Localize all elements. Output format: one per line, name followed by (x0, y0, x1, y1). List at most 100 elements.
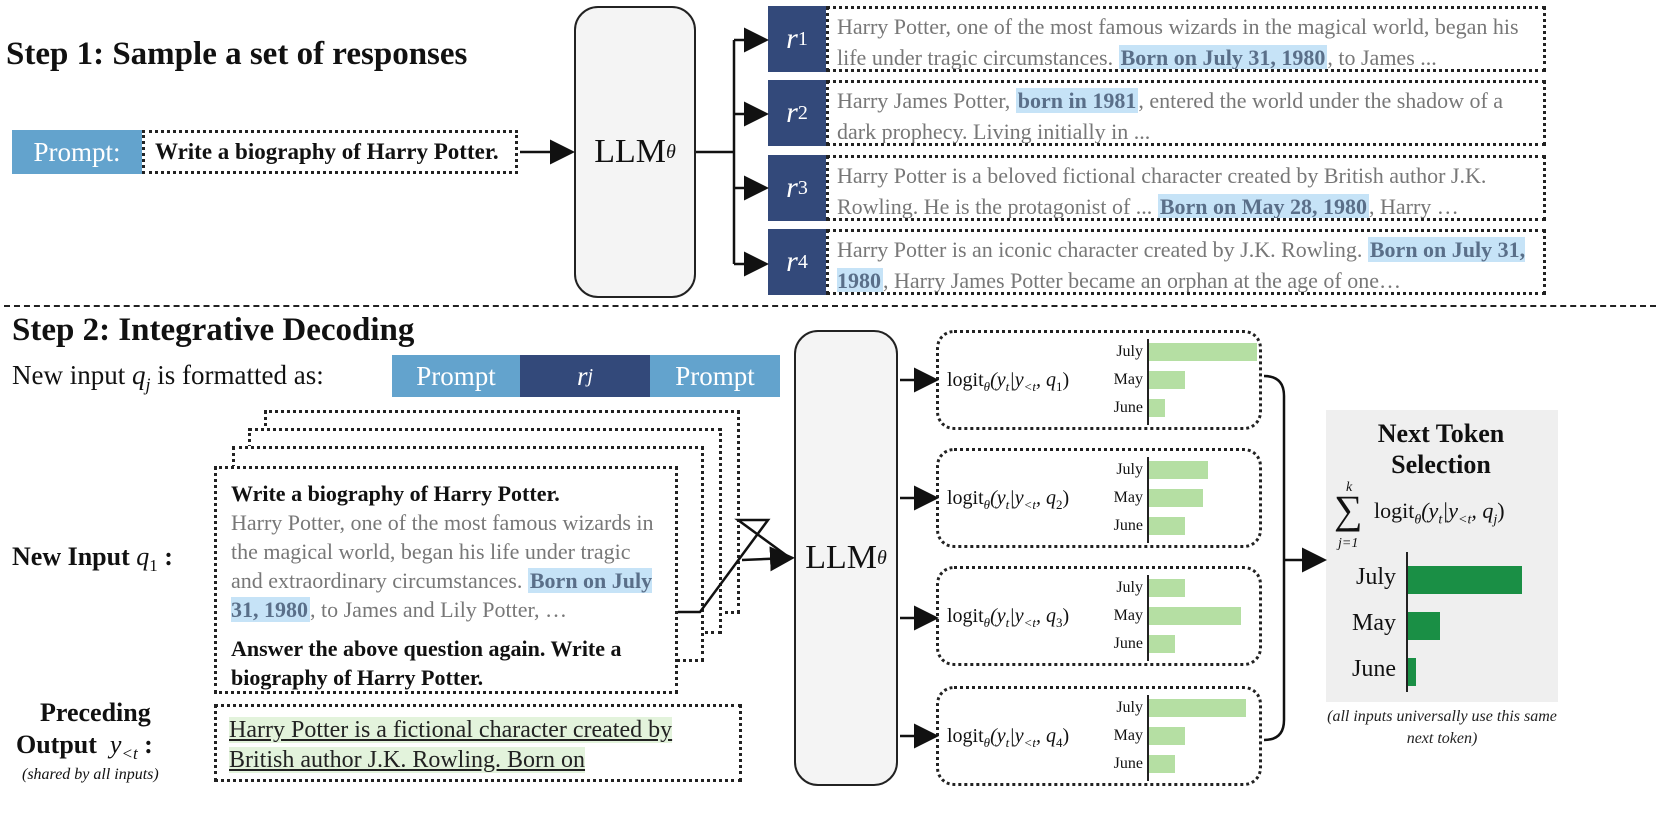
response-text-pre: Harry Potter is an iconic character crea… (837, 237, 1368, 262)
logit-label-y: (y (990, 487, 1006, 509)
logit-label-y: (y (990, 725, 1006, 747)
logit-bar (1149, 461, 1208, 479)
response-text-pre: Harry James Potter, (837, 88, 1016, 113)
preceding-output-box: Harry Potter is a fictional character cr… (214, 704, 742, 782)
format-prompt-segment-1: Prompt (392, 355, 520, 397)
logit-label-t: t (1005, 735, 1010, 750)
logit-label-cond: |y (1009, 725, 1024, 747)
response-text: Harry Potter is a beloved fictional char… (826, 155, 1546, 221)
logit-bar (1149, 755, 1175, 773)
card-body: Harry Potter, one of the most famous wiz… (231, 508, 661, 624)
response-label-var: r (786, 96, 798, 129)
response-label-var: r (786, 22, 798, 55)
step2-title: Step 2: Integrative Decoding (12, 312, 415, 348)
logit-label-theta: θ (983, 379, 991, 394)
llm-label: LLM (805, 539, 877, 576)
logit-label-qsub: 1 (1056, 379, 1063, 394)
logit-token-label: June (1113, 755, 1143, 772)
response-label-sub: 1 (797, 27, 808, 50)
format-intro-text: New input (12, 360, 132, 390)
new-input-var: q (136, 542, 150, 571)
formula-end: ) (1497, 498, 1505, 523)
logit-label-y: (y (990, 369, 1006, 391)
logit-axis (1147, 339, 1149, 425)
llm-label: LLM (594, 133, 666, 170)
llm-subscript: θ (876, 546, 887, 569)
selection-token-label: May (1352, 610, 1396, 636)
response-text-post: , entered the world under the shadow of … (837, 88, 1504, 144)
formula-cond: |y (1442, 498, 1459, 523)
preceding-colon: : (137, 730, 153, 759)
selection-bar (1408, 658, 1416, 686)
logit-label-t: t (1005, 379, 1010, 394)
preceding-label-line2: Output y<t : (16, 730, 153, 764)
formula-qsub: j (1493, 512, 1498, 528)
logit-label-lt: <t (1023, 379, 1036, 394)
logit-label-q: , q (1036, 369, 1056, 391)
preceding-sub: <t (121, 744, 138, 764)
logit-label-q: , q (1036, 725, 1056, 747)
response-label-sub: 2 (797, 101, 808, 124)
logit-label-qsub: 4 (1056, 735, 1063, 750)
logit-label-theta: θ (983, 497, 991, 512)
selection-bar (1408, 566, 1522, 594)
logit-label-t: t (1005, 615, 1010, 630)
logit-bar (1149, 399, 1165, 417)
logit-token-label: May (1113, 607, 1143, 624)
selection-token-label: July (1355, 564, 1396, 590)
sum-icon: ∑ (1334, 487, 1363, 532)
logit-label-end: ) (1062, 605, 1070, 627)
logit-label-end: ) (1062, 487, 1070, 509)
logit-bar (1149, 579, 1185, 597)
logit-label-cond: |y (1009, 605, 1024, 627)
selection-token-label: June (1352, 656, 1396, 682)
format-var-sub: j (145, 374, 151, 395)
new-input-label-text: New Input (12, 542, 130, 571)
response-label-var: r (786, 171, 798, 204)
selection-bar (1408, 612, 1440, 640)
step1-title: Step 1: Sample a set of responses (6, 36, 468, 72)
logit-label: logitθ(yt|y<t, q4) (947, 725, 1069, 751)
response-text: Harry Potter, one of the most famous wiz… (826, 6, 1546, 72)
formula-t: t (1438, 512, 1443, 528)
selection-axis (1406, 552, 1408, 692)
response-text: Harry James Potter, born in 1981, entere… (826, 80, 1546, 146)
sum-lower: j=1 (1338, 536, 1359, 551)
preceding-label-line1: Preceding (40, 698, 151, 727)
logit-label-fn: logit (947, 487, 984, 509)
selection-note: (all inputs universally use this same ne… (1327, 708, 1557, 747)
new-input-q1-card: Write a biography of Harry Potter. Harry… (214, 466, 678, 694)
section-divider (4, 305, 1656, 307)
logit-bar (1149, 727, 1185, 745)
new-input-colon: : (157, 542, 173, 571)
format-r-sub: j (587, 364, 594, 387)
format-intro: New input qj is formatted as: (12, 360, 324, 395)
logit-label: logitθ(yt|y<t, q1) (947, 369, 1069, 395)
logit-label: logitθ(yt|y<t, q2) (947, 487, 1069, 513)
logit-label-lt: <t (1023, 497, 1036, 512)
logit-bar (1149, 607, 1241, 625)
logit-label-q: , q (1036, 605, 1056, 627)
logit-token-label: May (1113, 727, 1143, 744)
logit-label-t: t (1005, 497, 1010, 512)
logit-label-fn: logit (947, 725, 984, 747)
formula-theta: θ (1414, 512, 1422, 528)
logit-label-fn: logit (947, 605, 984, 627)
logit-label-lt: <t (1023, 735, 1036, 750)
format-intro-tail: is formatted as: (150, 360, 324, 390)
format-var-q: q (131, 360, 146, 390)
logit-bar (1149, 517, 1185, 535)
logit-token-label: May (1113, 371, 1143, 388)
preceding-note: (shared by all inputs) (22, 766, 159, 783)
new-input-label: New Input q1 : (12, 542, 173, 576)
